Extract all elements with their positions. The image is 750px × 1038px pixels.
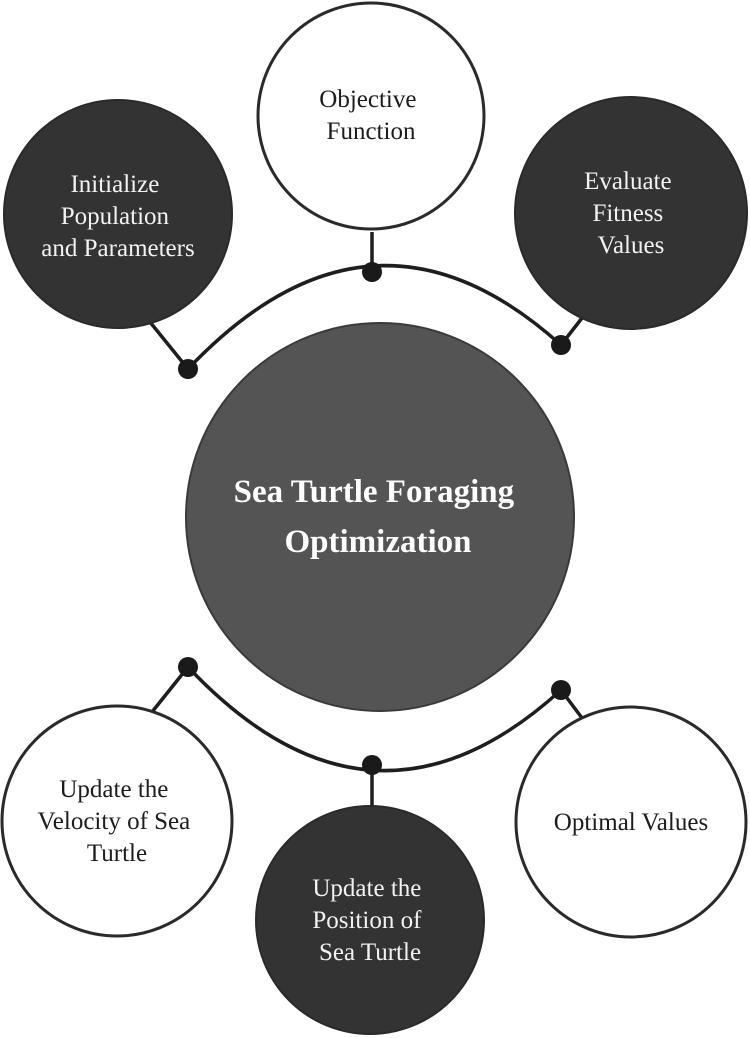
node-optimal-label: Optimal Values [554, 809, 708, 836]
center-title: Sea Turtle Foraging Optimization [234, 474, 523, 560]
connector-dot-velocity [178, 657, 198, 677]
node-objective-label: Objective Function [319, 86, 422, 145]
connector-dot-init [178, 359, 198, 379]
center-node: Sea Turtle Foraging Optimization [185, 322, 575, 712]
node-evaluate-circle [514, 96, 748, 330]
node-evaluate-line-3: Values [598, 232, 665, 259]
node-evaluate-fitness: Evaluate Fitness Values [514, 96, 748, 330]
node-objective-circle [256, 1, 486, 231]
node-position-circle [255, 805, 485, 1035]
node-evaluate-line-2: Fitness [592, 200, 663, 227]
connector-dot-evaluate [551, 335, 571, 355]
node-position-line-2: Position of [312, 907, 422, 934]
node-initialize-line-3: and Parameters [41, 235, 194, 262]
node-velocity-line-2: Velocity of Sea [38, 808, 191, 835]
node-optimal-line-1: Optimal Values [554, 809, 708, 836]
node-velocity-circle [0, 704, 234, 938]
node-evaluate-label: Evaluate Fitness Values [584, 168, 678, 259]
node-optimal-values: Optimal Values [514, 705, 748, 939]
node-objective-line-2: Function [327, 118, 416, 145]
center-circle [185, 322, 575, 712]
connector-dot-position [362, 755, 382, 775]
node-initialize-circle [3, 99, 233, 329]
node-position-line-1: Update the [312, 875, 421, 902]
center-title-line-1: Sea Turtle Foraging [234, 474, 515, 510]
node-position-line-3: Sea Turtle [319, 939, 421, 966]
node-velocity-label: Update the Velocity of Sea Turtle [38, 776, 197, 867]
node-initialize-line-1: Initialize [70, 171, 159, 198]
node-position-label: Update the Position of Sea Turtle [312, 875, 427, 966]
node-velocity-line-3: Turtle [87, 840, 147, 867]
top-connector [148, 232, 584, 379]
node-evaluate-line-1: Evaluate [584, 168, 671, 195]
center-title-line-2: Optimization [285, 524, 472, 560]
node-update-velocity: Update the Velocity of Sea Turtle [0, 704, 234, 938]
node-initialize-line-2: Population [61, 203, 170, 230]
node-update-position: Update the Position of Sea Turtle [255, 805, 485, 1035]
node-objective-function: Objective Function [256, 1, 486, 231]
bottom-connector [150, 657, 584, 806]
connector-dot-optimal [551, 680, 571, 700]
node-velocity-line-1: Update the [59, 776, 168, 803]
node-objective-line-1: Objective [319, 86, 416, 113]
node-optimal-circle [514, 705, 748, 939]
node-initialize-population: Initialize Population and Parameters [3, 99, 233, 329]
connector-dot-objective [362, 262, 382, 282]
node-initialize-label: Initialize Population and Parameters [41, 171, 194, 262]
leader-init [148, 320, 190, 371]
